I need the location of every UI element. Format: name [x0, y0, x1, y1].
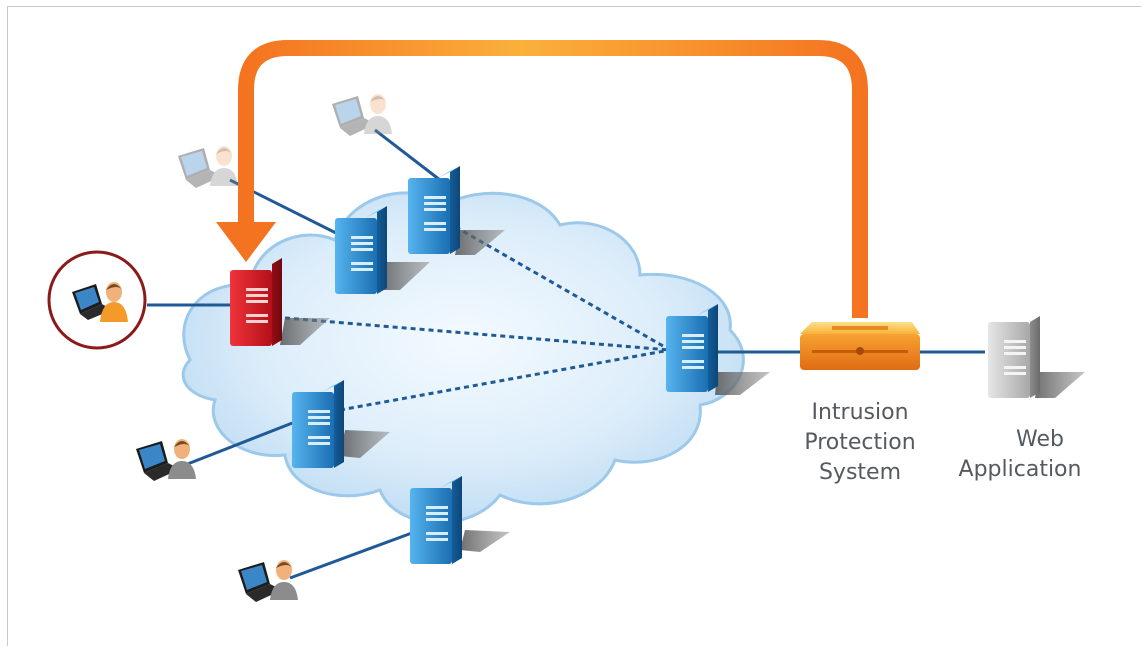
user-laptop-icon	[178, 146, 238, 188]
user-laptop-icon	[332, 94, 392, 136]
compromised-server-icon	[230, 258, 282, 346]
user-laptop-icon	[136, 439, 196, 481]
server-shadows	[280, 230, 1085, 552]
server-icon	[335, 206, 387, 294]
web-label-line1: Web	[1016, 427, 1064, 452]
server-icon	[410, 476, 462, 564]
diagram-frame	[7, 6, 1141, 646]
attacker-user-icon	[47, 250, 147, 350]
server-icon	[408, 166, 460, 254]
web-application-server-icon	[988, 316, 1040, 398]
cloud-links	[284, 216, 671, 412]
ips-label-line1: Intrusion	[811, 400, 909, 425]
server-icon	[666, 304, 718, 392]
ips-label-line2: Protection	[804, 430, 916, 455]
arrow-icon	[216, 40, 868, 318]
user-laptop-icon	[238, 560, 298, 602]
firewall-appliance-icon	[800, 322, 920, 370]
server-icon	[292, 380, 344, 468]
ips-label-line3: System	[818, 460, 902, 485]
ips-label: Intrusion Protection System	[780, 398, 940, 488]
web-application-label: Web Application	[930, 425, 1110, 485]
web-label-line2: Application	[958, 457, 1082, 482]
